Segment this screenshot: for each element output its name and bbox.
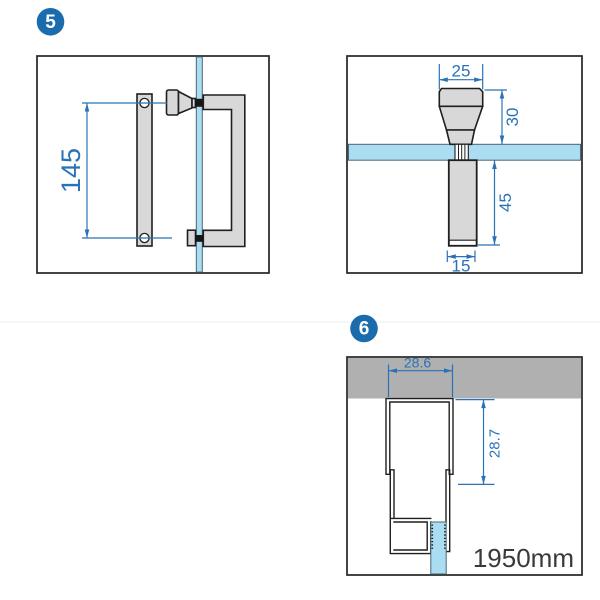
gasket-serrations: [431, 524, 446, 549]
dim-label-45: 45: [496, 193, 515, 212]
dimension-profile-width: 28.6: [387, 355, 454, 397]
top-glass-fixing: [194, 98, 203, 107]
dimension-hole-spacing: 145: [56, 102, 172, 239]
knob-taper-upper: [438, 105, 484, 131]
panel-profile-cross-section: 28.6 28.7 1950mm: [346, 355, 583, 576]
knob-flange: [165, 89, 180, 116]
dim-label-28-6: 28.6: [404, 355, 431, 371]
panel-handle-cross-section: 25 30 45 15: [346, 55, 583, 276]
dimension-knob-top-width: 25: [438, 62, 484, 90]
dimension-grip-width: 15: [446, 250, 476, 276]
grip-cylinder: [447, 159, 478, 247]
dimension-profile-height: 28.7: [455, 399, 503, 485]
bottom-glass-fixing: [195, 235, 204, 242]
badge-circle: [36, 7, 65, 36]
dim-label-30: 30: [503, 108, 522, 127]
panel-handle-front: 145: [36, 55, 270, 274]
knob-cap: [438, 87, 484, 108]
badge-number: 6: [359, 319, 370, 340]
step-badge-5: 5: [36, 7, 65, 36]
wall-band: [348, 358, 581, 399]
step-badge-6: 6: [350, 314, 378, 343]
bottom-mount-block: [186, 229, 197, 247]
pull-handle-bar: [202, 94, 246, 248]
panel-frame: [36, 55, 270, 274]
glass-panel-in-profile: [430, 521, 447, 575]
knob-stem: [454, 143, 469, 161]
handle-back-plate: [136, 93, 153, 247]
glass-panel-vertical: [195, 56, 203, 273]
dim-label-25: 25: [452, 62, 471, 81]
knob-taper: [177, 90, 193, 115]
dimension-grip-length: 45: [478, 160, 515, 246]
dimension-knob-height: 30: [484, 89, 522, 144]
dim-label-28-7: 28.7: [486, 429, 503, 458]
badge-number: 5: [45, 12, 56, 33]
badge-circle: [350, 314, 378, 343]
dim-label-145: 145: [56, 148, 86, 193]
knob-taper-lower: [445, 129, 476, 146]
bar-length-label: 1950mm: [473, 543, 574, 573]
dim-label-15: 15: [452, 257, 471, 276]
panel-frame: [346, 55, 583, 274]
panel-frame: [346, 356, 583, 576]
